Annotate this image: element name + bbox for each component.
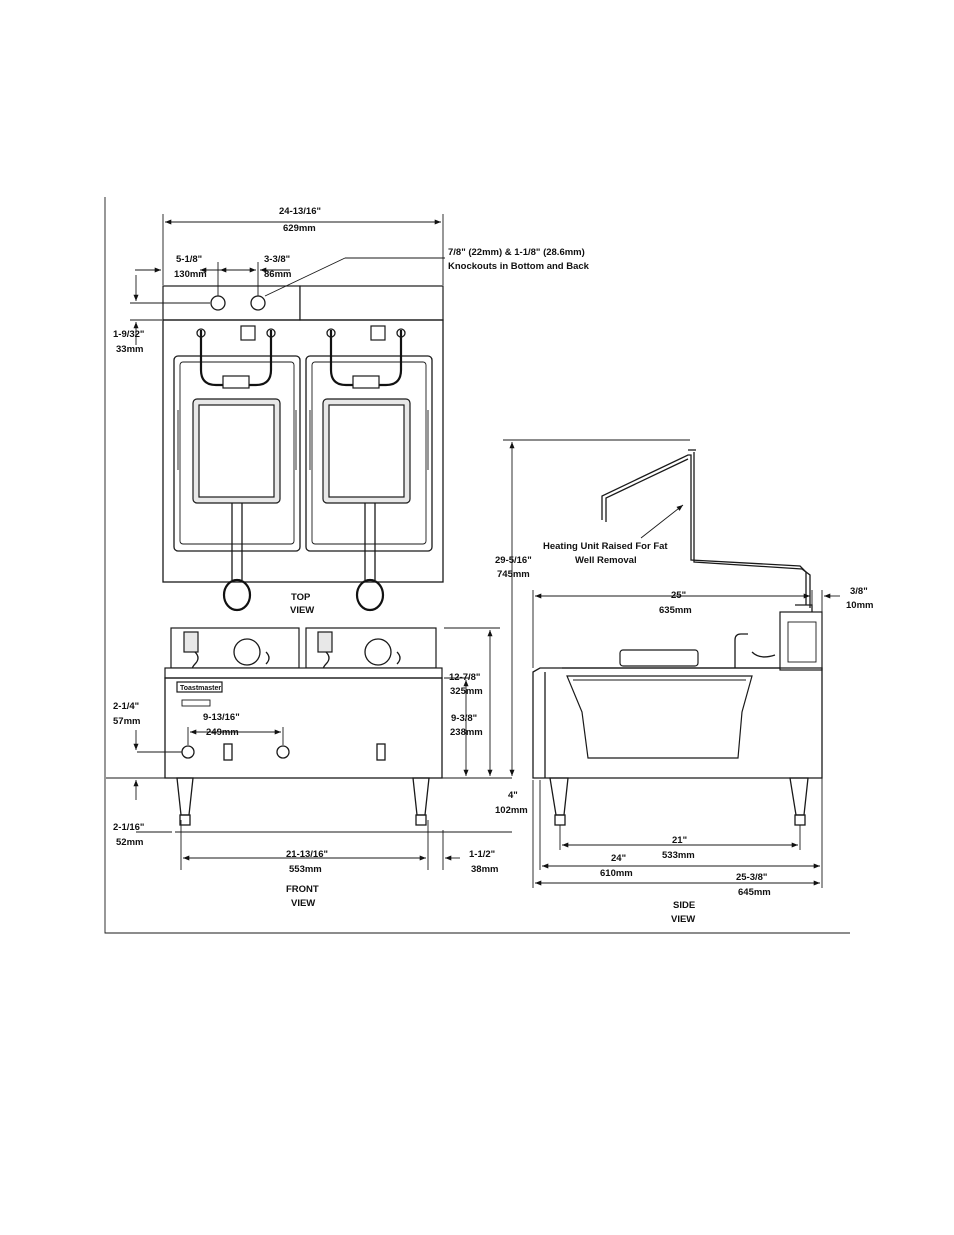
control-knob [181,745,195,759]
side-length-mm: 635mm [659,605,692,616]
side-overhang-mm: 10mm [846,600,873,611]
control-spacing-mm: 249mm [206,727,239,738]
total-height-in: 12-7/8" [449,672,480,683]
side-leg-in: 21" [672,835,687,846]
brand-plate [176,681,223,693]
top-view-label-1: TOP [291,592,311,603]
side-offset-mm: 38mm [471,864,498,875]
power-switch [376,743,386,761]
knockout-spacing-in: 3-3/8" [264,254,290,265]
knockout-offset1-in: 5-1/8" [176,254,202,265]
side-view-dimensions [503,439,840,888]
knockout-offset1-mm: 130mm [174,269,207,280]
top-view [162,285,444,612]
knockout-note-line1: 7/8" (22mm) & 1-1/8" (28.6mm) [448,247,585,258]
side-view-label-1: SIDE [673,900,695,911]
body-height-in: 9-3/8" [451,713,477,724]
leg-spacing-mm: 553mm [289,864,322,875]
raised-height-in: 29-5/16" [495,555,532,566]
dimension-labels: 24-13/16" 629mm 5-1/8" 130mm 3-3/8" 86mm… [113,206,873,925]
side-length-in: 25" [671,590,686,601]
foot-in: 2-1/16" [113,822,144,833]
drawing-frame [104,197,850,934]
body-height-mm: 238mm [450,727,483,738]
knockout-spacing-mm: 86mm [264,269,291,280]
side-overhang-in: 3/8" [850,586,868,597]
side-view [532,449,823,826]
side-offset-in: 1-1/2" [469,849,495,860]
top-view-dimensions [130,214,445,345]
control-knob [276,745,290,759]
side-leg-mm: 533mm [662,850,695,861]
foot-mm: 52mm [116,837,143,848]
overall-width-mm: 629mm [283,223,316,234]
side-view-label-2: VIEW [671,914,695,925]
control-spacing-in: 9-13/16" [203,712,240,723]
top-view-label-2: VIEW [290,605,314,616]
leg-spacing-in: 21-13/16" [286,849,328,860]
front-view-label-1: FRONT [286,884,319,895]
control-height-in: 2-1/4" [113,701,139,712]
brand-plate-label: Toastmaster [180,685,221,692]
raised-height-mm: 745mm [497,569,530,580]
front-view: Toastmaster [164,627,443,826]
control-height-mm: 57mm [113,716,140,727]
knockout-note-line2: Knockouts in Bottom and Back [448,261,590,272]
knockout-height-in: 1-9/32" [113,329,144,340]
leg-height-in: 4" [508,790,518,801]
heating-note-line2: Well Removal [575,555,637,566]
side-body-in: 24" [611,853,626,864]
side-body-mm: 610mm [600,868,633,879]
total-height-mm: 325mm [450,686,483,697]
front-view-label-2: VIEW [291,898,315,909]
front-view-dimensions [106,627,512,870]
leg-height-mm: 102mm [495,805,528,816]
basket-handle [222,578,252,612]
basket-handle [355,578,385,612]
knockout-height-mm: 33mm [116,344,143,355]
overall-width-in: 24-13/16" [279,206,321,217]
power-switch [223,743,233,761]
side-total-in: 25-3/8" [736,872,767,883]
heating-note-line1: Heating Unit Raised For Fat [543,541,668,552]
side-total-mm: 645mm [738,887,771,898]
